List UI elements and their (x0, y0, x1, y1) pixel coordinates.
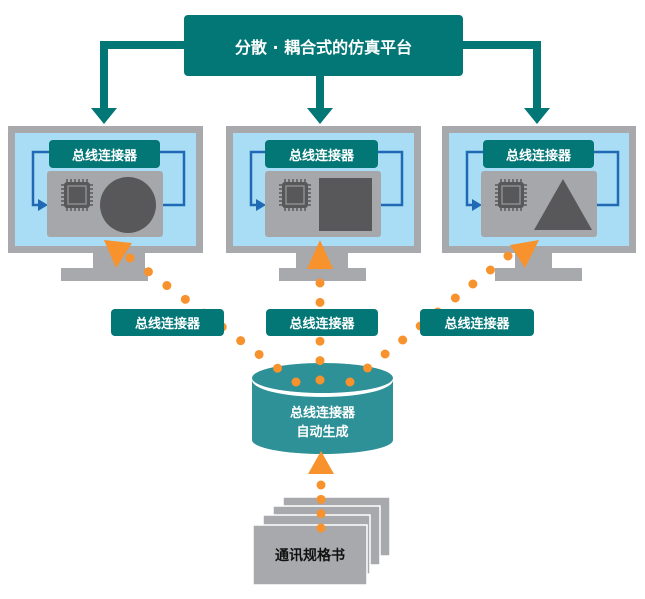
dotted-link-right-dot (363, 363, 373, 373)
generator-line2: 自动生成 (296, 425, 349, 440)
dotted-link-spec-dot (316, 523, 326, 533)
arrow-head-right (524, 108, 550, 124)
link-label-center: 总线连接器 (266, 309, 378, 336)
monitor-center-connector-label: 总线连接器 (265, 140, 378, 168)
arrow-head-to-generator (308, 451, 334, 474)
platform-title: 分散 · 耦合式的仿真平台 (184, 15, 463, 76)
spec-document-stack (252, 496, 391, 586)
dotted-link-left-dot (291, 377, 301, 387)
dotted-link-spec-dot (316, 509, 326, 519)
generator-label: 总线连接器 自动生成 (252, 403, 393, 443)
link-label-right: 总线连接器 (420, 309, 534, 336)
arrow-head-to-right-monitor (510, 240, 539, 268)
monitor-left-connector-label: 总线连接器 (49, 140, 160, 168)
dotted-link-center-dot (315, 375, 325, 385)
monitor-left (8, 126, 203, 281)
loop-line (31, 150, 50, 207)
monitor-right (442, 126, 636, 281)
dotted-link-center-dot (315, 297, 325, 307)
dotted-link-right-dot (380, 349, 390, 359)
arrow-line-right (460, 41, 541, 110)
generator-line1: 总线连接器 (289, 406, 355, 421)
dotted-link-right-dot (503, 251, 513, 261)
arrow-head-left (91, 108, 117, 124)
dotted-link-left-dot (162, 281, 172, 291)
circle-shape (100, 177, 156, 233)
dotted-link-center-dot (315, 336, 325, 346)
dotted-link-right-dot (468, 279, 478, 289)
dotted-link-left-dot (254, 349, 264, 359)
chip-icon (61, 179, 93, 211)
link-label-left: 总线连接器 (111, 309, 224, 336)
dotted-link-center-dot (315, 356, 325, 366)
dotted-link-left-dot (236, 336, 246, 346)
dotted-link-right-dot (398, 335, 408, 345)
chip-icon (279, 179, 311, 211)
generator-cylinder (252, 363, 393, 455)
spec-document-label: 通讯规格书 (275, 548, 345, 564)
monitor-right-connector-label: 总线连接器 (483, 140, 594, 168)
arrow-head-to-center-monitor (307, 240, 333, 269)
orange-arrowheads (104, 240, 539, 474)
dotted-links (125, 251, 513, 533)
triangle-shape (534, 179, 592, 230)
dotted-link-left-dot (273, 363, 283, 373)
dotted-link-right-dot (485, 265, 495, 275)
dotted-link-right-dot (345, 377, 355, 387)
dotted-link-spec-dot (316, 494, 326, 504)
arrow-line-left (100, 41, 186, 110)
dotted-link-left-dot (125, 253, 135, 263)
dotted-link-center-dot (315, 278, 325, 288)
distribution-arrows (100, 41, 541, 110)
dotted-link-left-dot (143, 267, 153, 277)
chip-icon (495, 179, 527, 211)
dotted-link-right-dot (450, 293, 460, 303)
square-shape (319, 178, 372, 231)
arrow-head-center (307, 108, 333, 124)
dotted-link-spec-dot (316, 480, 326, 490)
arrow-head-to-left-monitor (104, 240, 132, 268)
dotted-link-left-dot (180, 294, 190, 304)
